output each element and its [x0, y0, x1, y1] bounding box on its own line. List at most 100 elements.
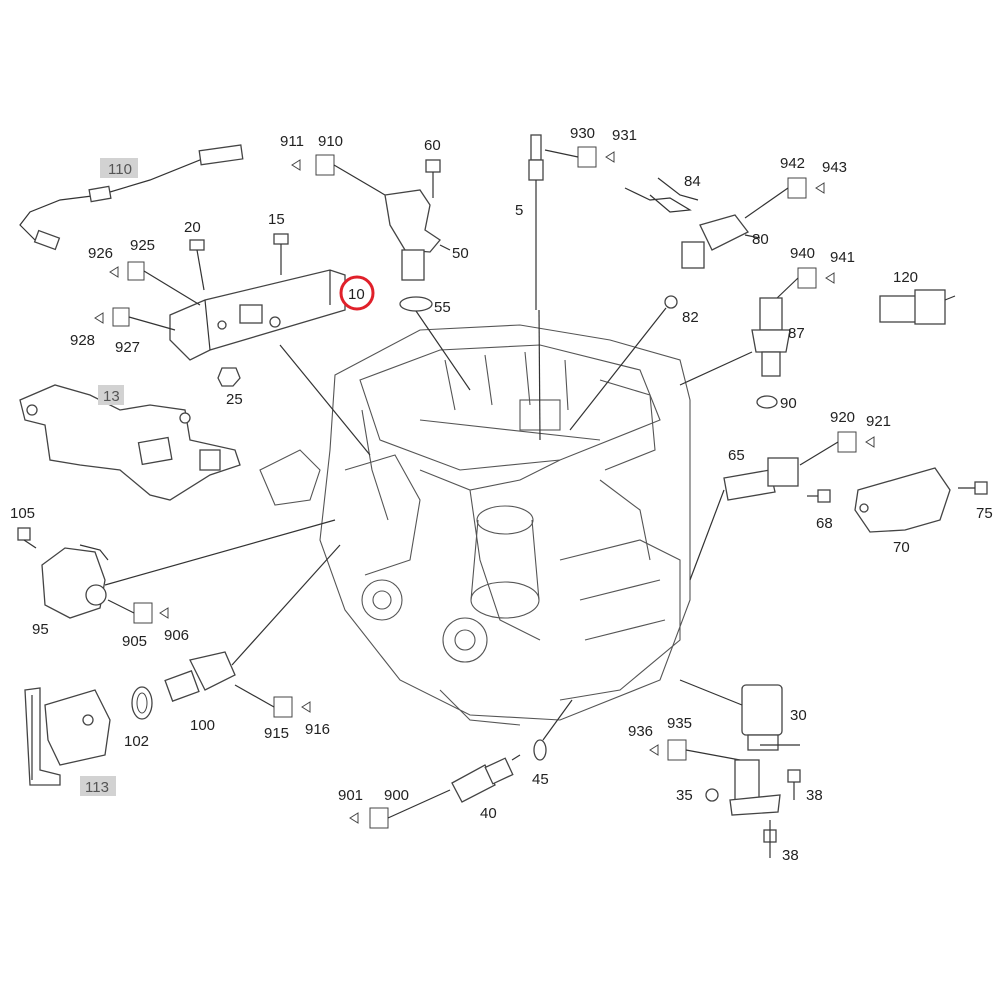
part-10-bracket — [169, 269, 346, 361]
callout-943: 943 — [822, 159, 847, 176]
callout-110: 110 — [108, 161, 132, 178]
callout-113-bg — [80, 776, 116, 796]
part-70 — [854, 467, 951, 533]
callout-928: 928 — [70, 332, 95, 349]
callout-102: 102 — [124, 733, 149, 750]
callout-900: 900 — [384, 787, 409, 804]
callout-68: 68 — [816, 515, 833, 532]
callout-13-bg — [98, 385, 124, 405]
callout-100: 100 — [190, 717, 215, 734]
oring-102 — [131, 686, 153, 720]
connector-920-921 — [799, 431, 875, 466]
connector-926-925 — [109, 261, 201, 306]
callout-82: 82 — [682, 309, 699, 326]
engine-block — [259, 324, 691, 726]
callout-916: 916 — [305, 721, 330, 738]
connector-928-927 — [94, 307, 176, 331]
callout-75: 75 — [976, 505, 993, 522]
connector-905-906 — [107, 599, 169, 624]
sensor-30 — [679, 679, 783, 751]
callout-25: 25 — [226, 391, 243, 408]
callout-15: 15 — [268, 211, 285, 228]
callout-113: 113 — [85, 779, 109, 796]
connector-942-943 — [744, 177, 825, 219]
callout-45: 45 — [532, 771, 549, 788]
hose-84 — [624, 177, 699, 213]
sensor-80 — [681, 214, 761, 269]
callout-901: 901 — [338, 787, 363, 804]
callout-105: 105 — [10, 505, 35, 522]
connector-930-931 — [544, 146, 615, 168]
bolt-15 — [273, 233, 289, 275]
sensor-87 — [751, 297, 791, 377]
part-113-actuator — [24, 687, 111, 786]
bolt-75 — [958, 481, 988, 495]
oring-55 — [399, 296, 471, 391]
connector-915-916 — [234, 684, 311, 718]
washer-90 — [756, 395, 778, 409]
callout-931: 931 — [612, 127, 637, 144]
bolt-60 — [425, 159, 441, 198]
callout-30: 30 — [790, 707, 807, 724]
callout-120: 120 — [893, 269, 918, 286]
callout-87: 87 — [788, 325, 805, 342]
sensor-assembly-35 — [705, 744, 800, 816]
callout-38-right: 38 — [806, 787, 823, 804]
callout-38-bottom: 38 — [782, 847, 799, 864]
glow-plug-5 — [528, 134, 544, 441]
connector-911-910 — [291, 154, 386, 196]
callout-910: 910 — [318, 133, 343, 150]
callout-55: 55 — [434, 299, 451, 316]
callout-930: 930 — [570, 125, 595, 142]
callout-911: 911 — [280, 133, 304, 150]
callout-50: 50 — [452, 245, 469, 262]
sensor-40 — [451, 754, 521, 803]
connector-936-935 — [649, 739, 741, 761]
callout-942: 942 — [780, 155, 805, 172]
bolt-38-right — [787, 769, 801, 800]
callout-80: 80 — [752, 231, 769, 248]
callout-941: 941 — [830, 249, 855, 266]
connector-940-941 — [774, 267, 835, 301]
callout-906: 906 — [164, 627, 189, 644]
part-120 — [879, 289, 956, 325]
connector-901-900 — [349, 789, 451, 829]
callout-60: 60 — [424, 137, 441, 154]
sensor-65 — [689, 457, 799, 581]
sensor-95 — [41, 519, 336, 619]
callout-84: 84 — [684, 173, 701, 190]
nut-25 — [217, 367, 241, 387]
bolt-105 — [17, 527, 37, 549]
callout-95: 95 — [32, 621, 49, 638]
callout-925: 925 — [130, 237, 155, 254]
washer-82 — [569, 295, 678, 431]
sensor-50 — [384, 189, 451, 281]
callout-70: 70 — [893, 539, 910, 556]
callout-915: 915 — [264, 725, 289, 742]
callout-40: 40 — [480, 805, 497, 822]
callout-905: 905 — [122, 633, 147, 650]
part-13-bracket — [19, 384, 241, 501]
washer-45 — [533, 699, 573, 761]
callout-940: 940 — [790, 245, 815, 262]
callout-921: 921 — [866, 413, 891, 430]
highlight-ring-10 — [339, 275, 375, 311]
bolt-38-bottom — [763, 820, 777, 858]
sensor-100 — [164, 544, 341, 702]
callout-920: 920 — [830, 409, 855, 426]
callout-90: 90 — [780, 395, 797, 412]
callout-926: 926 — [88, 245, 113, 262]
callout-20: 20 — [184, 219, 201, 236]
callout-110-bg — [100, 158, 138, 178]
callout-935: 935 — [667, 715, 692, 732]
callout-5: 5 — [515, 202, 523, 219]
bolt-20 — [189, 239, 205, 291]
bolt-68 — [807, 489, 831, 503]
callout-927: 927 — [115, 339, 140, 356]
part-110-sensor-cable — [19, 144, 244, 251]
callout-65: 65 — [728, 447, 745, 464]
callout-10: 10 — [348, 286, 365, 303]
callout-936: 936 — [628, 723, 653, 740]
callout-13: 13 — [103, 388, 120, 405]
